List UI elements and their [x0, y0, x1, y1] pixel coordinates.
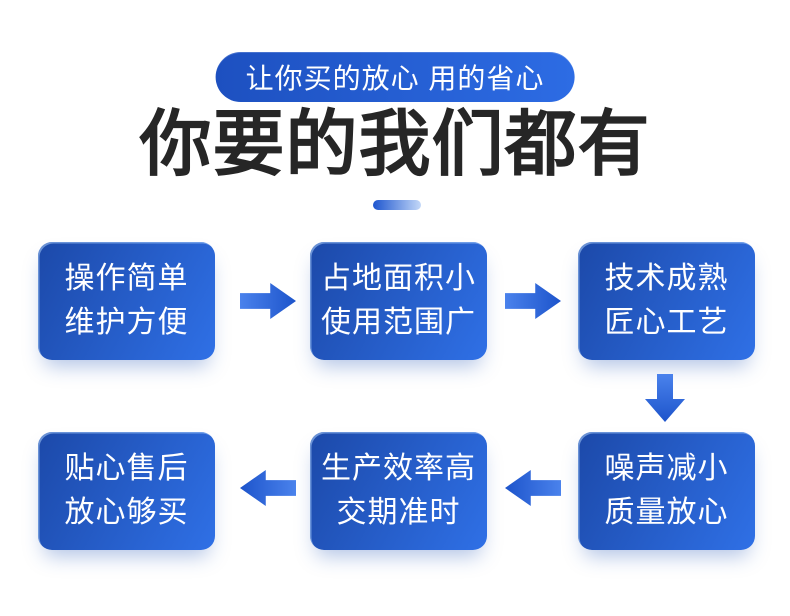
card-line: 操作简单 [64, 262, 189, 295]
flow-card-noise: 噪声减小 质量放心 [578, 432, 755, 550]
card-line: 占地面积小 [321, 262, 476, 295]
card-line: 使用范围广 [321, 306, 476, 339]
card-line: 质量放心 [604, 496, 729, 529]
arrow-left-icon [505, 470, 561, 506]
flow-card-footprint: 占地面积小 使用范围广 [310, 242, 487, 360]
flow-card-efficiency: 生产效率高 交期准时 [310, 432, 487, 550]
accent-dash [373, 200, 421, 210]
page-title: 你要的我们都有 [139, 105, 651, 185]
card-line: 放心够买 [64, 496, 189, 529]
arrow-right-icon [505, 283, 561, 319]
card-line: 技术成熟 [604, 262, 729, 295]
card-line: 交期准时 [336, 496, 461, 529]
card-line: 噪声减小 [604, 452, 729, 485]
promo-badge-label: 让你买的放心 用的省心 [245, 63, 545, 94]
promo-badge: 让你买的放心 用的省心 [215, 52, 575, 102]
card-line: 生产效率高 [321, 452, 476, 485]
flow-card-aftersales: 贴心售后 放心够买 [38, 432, 215, 550]
arrow-left-icon [240, 470, 296, 506]
card-line: 匠心工艺 [604, 306, 729, 339]
arrow-right-icon [240, 283, 296, 319]
arrow-down-icon [645, 374, 685, 422]
card-line: 维护方便 [64, 306, 189, 339]
flow-card-operation: 操作简单 维护方便 [38, 242, 215, 360]
flow-card-technology: 技术成熟 匠心工艺 [578, 242, 755, 360]
card-line: 贴心售后 [64, 452, 189, 485]
